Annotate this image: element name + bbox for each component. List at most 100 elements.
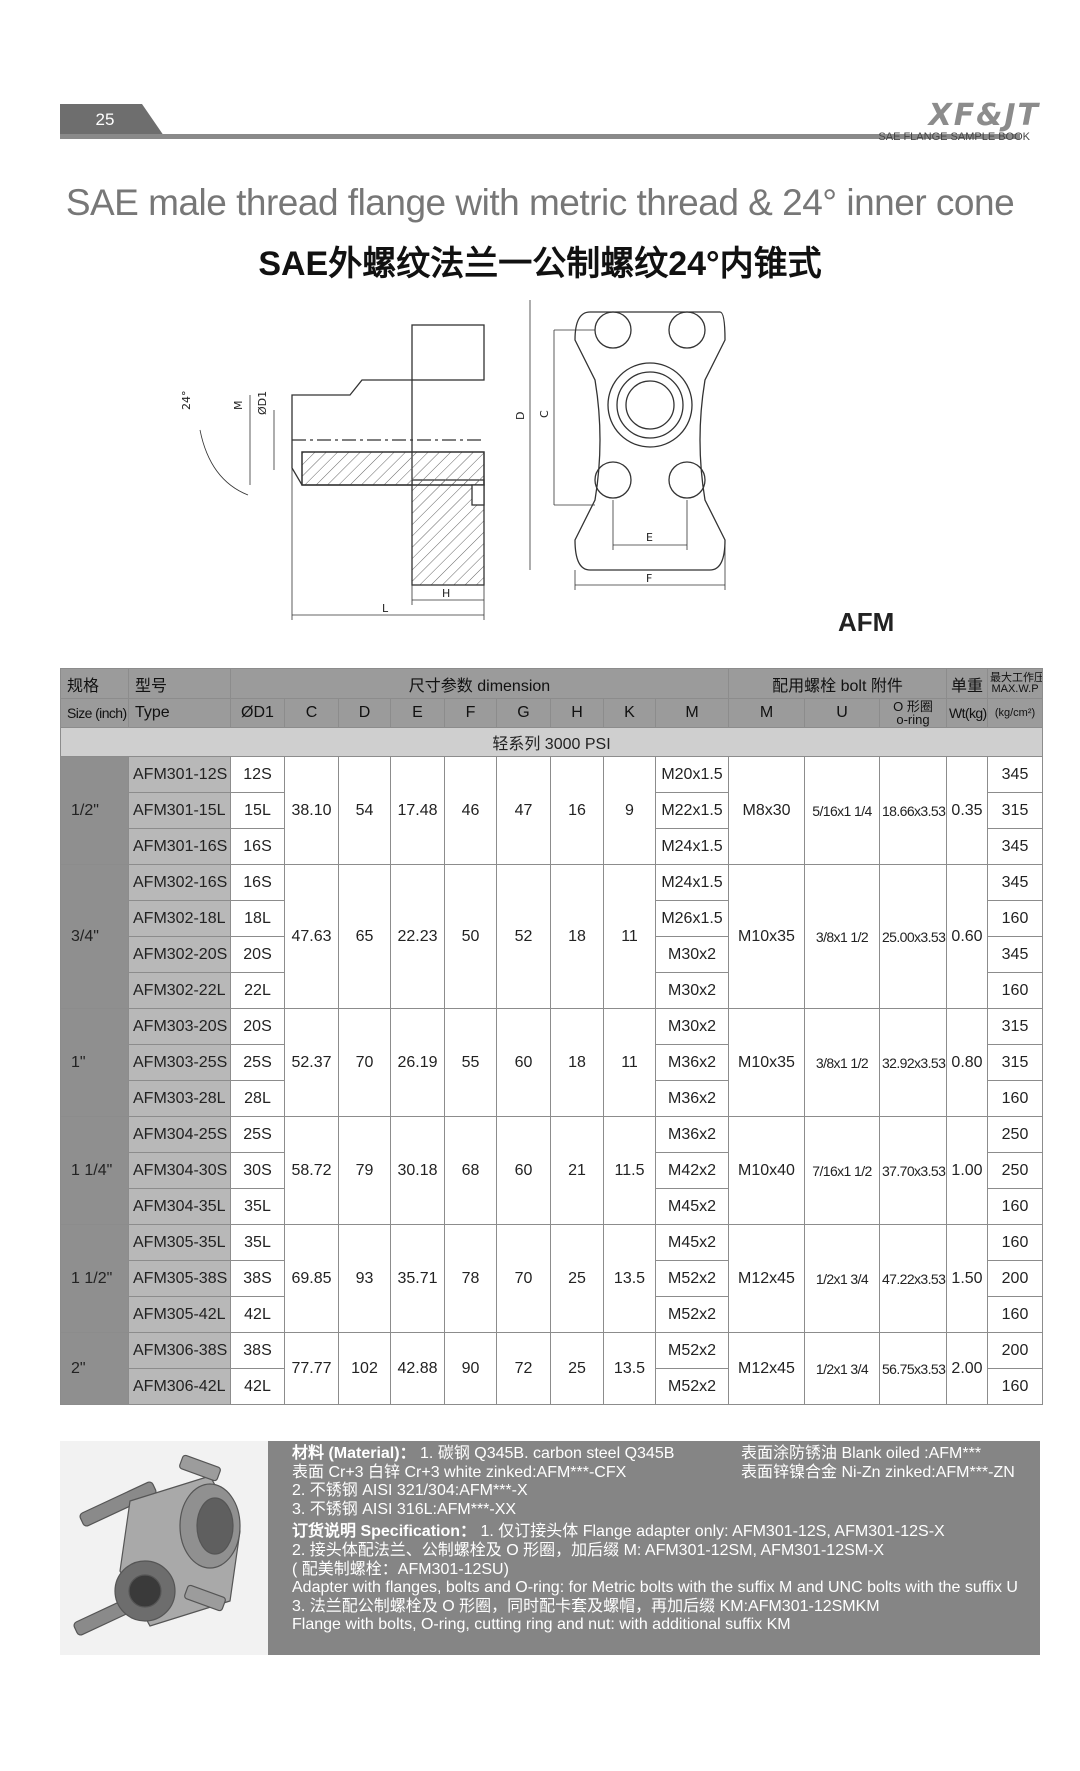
spec-header: 规格	[60, 668, 129, 699]
m-cell: M42x2	[655, 1152, 729, 1189]
d1-cell: 38S	[230, 1260, 285, 1297]
c-col-header: C	[284, 698, 339, 728]
oring-cell: 25.00x3.53	[879, 864, 947, 1009]
pressure-cell: 315	[987, 1044, 1043, 1081]
e-cell: 35.71	[390, 1224, 445, 1333]
d1-cell: 16S	[230, 828, 285, 865]
m-col-header: M	[655, 698, 729, 728]
m-cell: M36x2	[655, 1116, 729, 1153]
material-line-4: 3. 不锈钢 AISI 316L:AFM***-XX	[292, 1500, 517, 1518]
e-label: E	[646, 531, 653, 544]
k-cell: 11	[603, 1008, 656, 1117]
type-cell: AFM303-20S	[128, 1008, 231, 1045]
d1-cell: 20S	[230, 936, 285, 973]
type-cell: AFM305-42L	[128, 1296, 231, 1333]
g-cell: 52	[496, 864, 551, 1009]
d-cell: 65	[338, 864, 391, 1009]
pressure-cell: 315	[987, 792, 1043, 829]
size-cell: 2"	[60, 1332, 129, 1405]
pressure-cell: 315	[987, 1008, 1043, 1045]
h-cell: 18	[550, 864, 604, 1009]
c-cell: 58.72	[284, 1116, 339, 1225]
model-header: 型号	[128, 668, 231, 699]
series-label: 轻系列 3000 PSI	[60, 727, 1043, 757]
type-cell: AFM302-16S	[128, 864, 231, 901]
pressure-cell: 250	[987, 1116, 1043, 1153]
bolt-m-cell: M8x30	[728, 756, 805, 865]
oring-col-header: O 形圈 o-ring	[879, 698, 947, 728]
wt-cell: 1.50	[946, 1224, 988, 1333]
size-cell: 1 1/2"	[60, 1224, 129, 1333]
wt-cell: 0.35	[946, 756, 988, 865]
type-cell: AFM302-20S	[128, 936, 231, 973]
order-line-5: 3. 法兰配公制螺栓及 O 形圈，同时配卡套及螺帽，再加后缀 KM:AFM301…	[292, 1597, 880, 1615]
g-col-header: G	[496, 698, 551, 728]
bolt-m-col-header: M	[728, 698, 805, 728]
wt-cell: 1.00	[946, 1116, 988, 1225]
technical-drawing: 24° M ØD1 H L ØK D C E F	[180, 300, 726, 620]
order-line-1: 订货说明 Specification： 1. 仅订接头体 Flange adap…	[292, 1523, 945, 1541]
wt-cell: 0.80	[946, 1008, 988, 1117]
d1-cell: 35L	[230, 1224, 285, 1261]
pressure-cell: 345	[987, 828, 1043, 865]
d1-cell: 18L	[230, 900, 285, 937]
h-col-header: H	[550, 698, 604, 728]
m-cell: M52x2	[655, 1260, 729, 1297]
oring-cell: 37.70x3.53	[879, 1116, 947, 1225]
material-line-3: 2. 不锈钢 AISI 321/304:AFM***-X	[292, 1482, 528, 1500]
h-cell: 18	[550, 1008, 604, 1117]
bolt-m-cell: M10x35	[728, 864, 805, 1009]
f-col-header: F	[444, 698, 497, 728]
d1-cell: 38S	[230, 1332, 285, 1369]
side-view	[199, 324, 485, 620]
g-cell: 47	[496, 756, 551, 865]
angle-label: 24°	[180, 391, 193, 411]
e-cell: 17.48	[390, 756, 445, 865]
g-cell: 72	[496, 1332, 551, 1405]
m-cell: M52x2	[655, 1296, 729, 1333]
pressure-cell: 250	[987, 1152, 1043, 1189]
m-label: M	[232, 401, 245, 411]
f-cell: 90	[444, 1332, 497, 1405]
order-line-6: Flange with bolts, O-ring, cutting ring …	[292, 1616, 791, 1634]
wt-cell: 0.60	[946, 864, 988, 1009]
g-cell: 60	[496, 1008, 551, 1117]
type-cell: AFM305-35L	[128, 1224, 231, 1261]
m-cell: M30x2	[655, 1008, 729, 1045]
m-cell: M36x2	[655, 1080, 729, 1117]
k-cell: 13.5	[603, 1332, 656, 1405]
oring-cell: 47.22x3.53	[879, 1224, 947, 1333]
d1-cell: 28L	[230, 1080, 285, 1117]
page-number: 25	[95, 110, 115, 129]
brand-logo: XF&JT	[928, 98, 1040, 133]
d1-cell: 42L	[230, 1368, 285, 1405]
c-cell: 52.37	[284, 1008, 339, 1117]
bolt-m-cell: M12x45	[728, 1332, 805, 1405]
type-cell: AFM301-15L	[128, 792, 231, 829]
wt-cell: 2.00	[946, 1332, 988, 1405]
k-cell: 13.5	[603, 1224, 656, 1333]
d-label: D	[514, 412, 527, 420]
d1-cell: 35L	[230, 1188, 285, 1225]
d-cell: 93	[338, 1224, 391, 1333]
material-line-1: 材料 (Material)： 1. 碳钢 Q345B. carbon steel…	[292, 1445, 982, 1462]
c-cell: 77.77	[284, 1332, 339, 1405]
k-cell: 11.5	[603, 1116, 656, 1225]
type-cell: AFM306-42L	[128, 1368, 231, 1405]
f-cell: 78	[444, 1224, 497, 1333]
size-col-header: Size (inch)	[60, 698, 129, 728]
d1-cell: 15L	[230, 792, 285, 829]
order-line-3: ( 配美制螺栓：AFM301-12SU)	[292, 1560, 509, 1578]
m-cell: M22x1.5	[655, 792, 729, 829]
type-cell: AFM305-38S	[128, 1260, 231, 1297]
m-cell: M36x2	[655, 1044, 729, 1081]
pressure-unit-header: (kg/cm²)	[987, 698, 1043, 728]
type-cell: AFM302-22L	[128, 972, 231, 1009]
